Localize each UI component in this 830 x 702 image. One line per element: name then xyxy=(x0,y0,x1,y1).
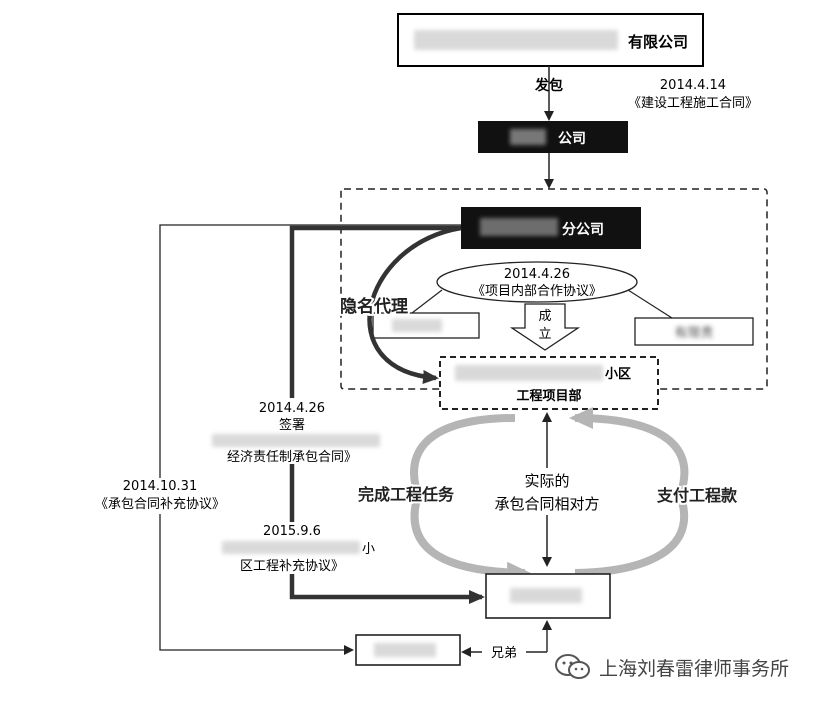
brothers-label: 兄弟 xyxy=(491,646,517,661)
right-party-suffix: 有限责 xyxy=(674,326,713,341)
contractor-suffix: 公司 xyxy=(558,131,586,147)
project-dept-line1-suffix: 小区 xyxy=(605,367,631,382)
ellipse-to-left-line xyxy=(411,289,443,314)
contractor-node: 公司 xyxy=(478,121,628,153)
project-dept-node: 小区 工程项目部 xyxy=(439,356,659,410)
contract1-name: 《建设工程施工合同》 xyxy=(628,96,758,111)
supplement2-labels: 2015.9.6 小 区工程补充协议》 xyxy=(214,522,375,574)
grey-cycle xyxy=(410,407,689,584)
left-party-box xyxy=(372,312,480,339)
sign-label: 签署 xyxy=(279,417,305,433)
top-company-suffix: 有限公司 xyxy=(628,33,688,51)
ellipse-date: 2014.4.26 xyxy=(504,267,570,282)
ellipse-to-right-line xyxy=(627,289,673,319)
anonymous-agent-arrow xyxy=(367,225,462,384)
sign-date: 2014.4.26 xyxy=(259,401,325,416)
actual-label-1: 实际的 xyxy=(524,472,569,490)
establish-char2: 立 xyxy=(538,327,551,342)
establish-char1: 成 xyxy=(538,309,551,324)
sign-contract-labels: 2014.4.26 签署 经济责任制承包合同》 xyxy=(205,398,385,465)
contract1-date: 2014.4.14 xyxy=(660,78,726,93)
branch-suffix: 分公司 xyxy=(562,222,604,238)
supplement1-date: 2014.10.31 xyxy=(123,479,197,494)
supplement1-name: 《承包合同补充协议》 xyxy=(95,496,225,512)
watermark-text: 上海刘春雷律师事务所 xyxy=(599,657,790,680)
watermark: 上海刘春雷律师事务所 xyxy=(553,652,789,682)
supplement2-name: 区工程补充协议》 xyxy=(240,558,344,574)
ellipse-name: 《项目内部合作协议》 xyxy=(472,283,602,299)
contract2-name: 经济责任制承包合同》 xyxy=(227,450,357,465)
branch-node: 分公司 xyxy=(461,207,641,249)
wechat-icon xyxy=(555,654,590,679)
brother-node xyxy=(355,634,461,666)
supplement1-labels: 2014.10.31 《承包合同补充协议》 xyxy=(78,478,244,514)
pay-fees-label: 支付工程款 xyxy=(656,486,738,505)
establish-arrow: 成 立 xyxy=(509,303,581,351)
supplement1-arrow xyxy=(159,224,461,655)
project-dept-line2: 工程项目部 xyxy=(516,388,581,404)
actual-label-2: 承包合同相对方 xyxy=(494,495,599,513)
right-party-box: 有限责 xyxy=(634,317,754,346)
internal-agreement-ellipse: 2014.4.26 《项目内部合作协议》 xyxy=(436,261,638,303)
individual-contractor-node xyxy=(485,573,611,619)
top-company-node: 有限公司 xyxy=(397,13,704,67)
supplement2-date: 2015.9.6 xyxy=(263,524,321,539)
supplement2-suffix: 小 xyxy=(362,542,375,557)
subcontract-label: 发包 xyxy=(534,77,563,94)
complete-tasks-label: 完成工程任务 xyxy=(358,485,455,504)
anonymous-agent-label: 隐名代理 xyxy=(340,296,408,317)
